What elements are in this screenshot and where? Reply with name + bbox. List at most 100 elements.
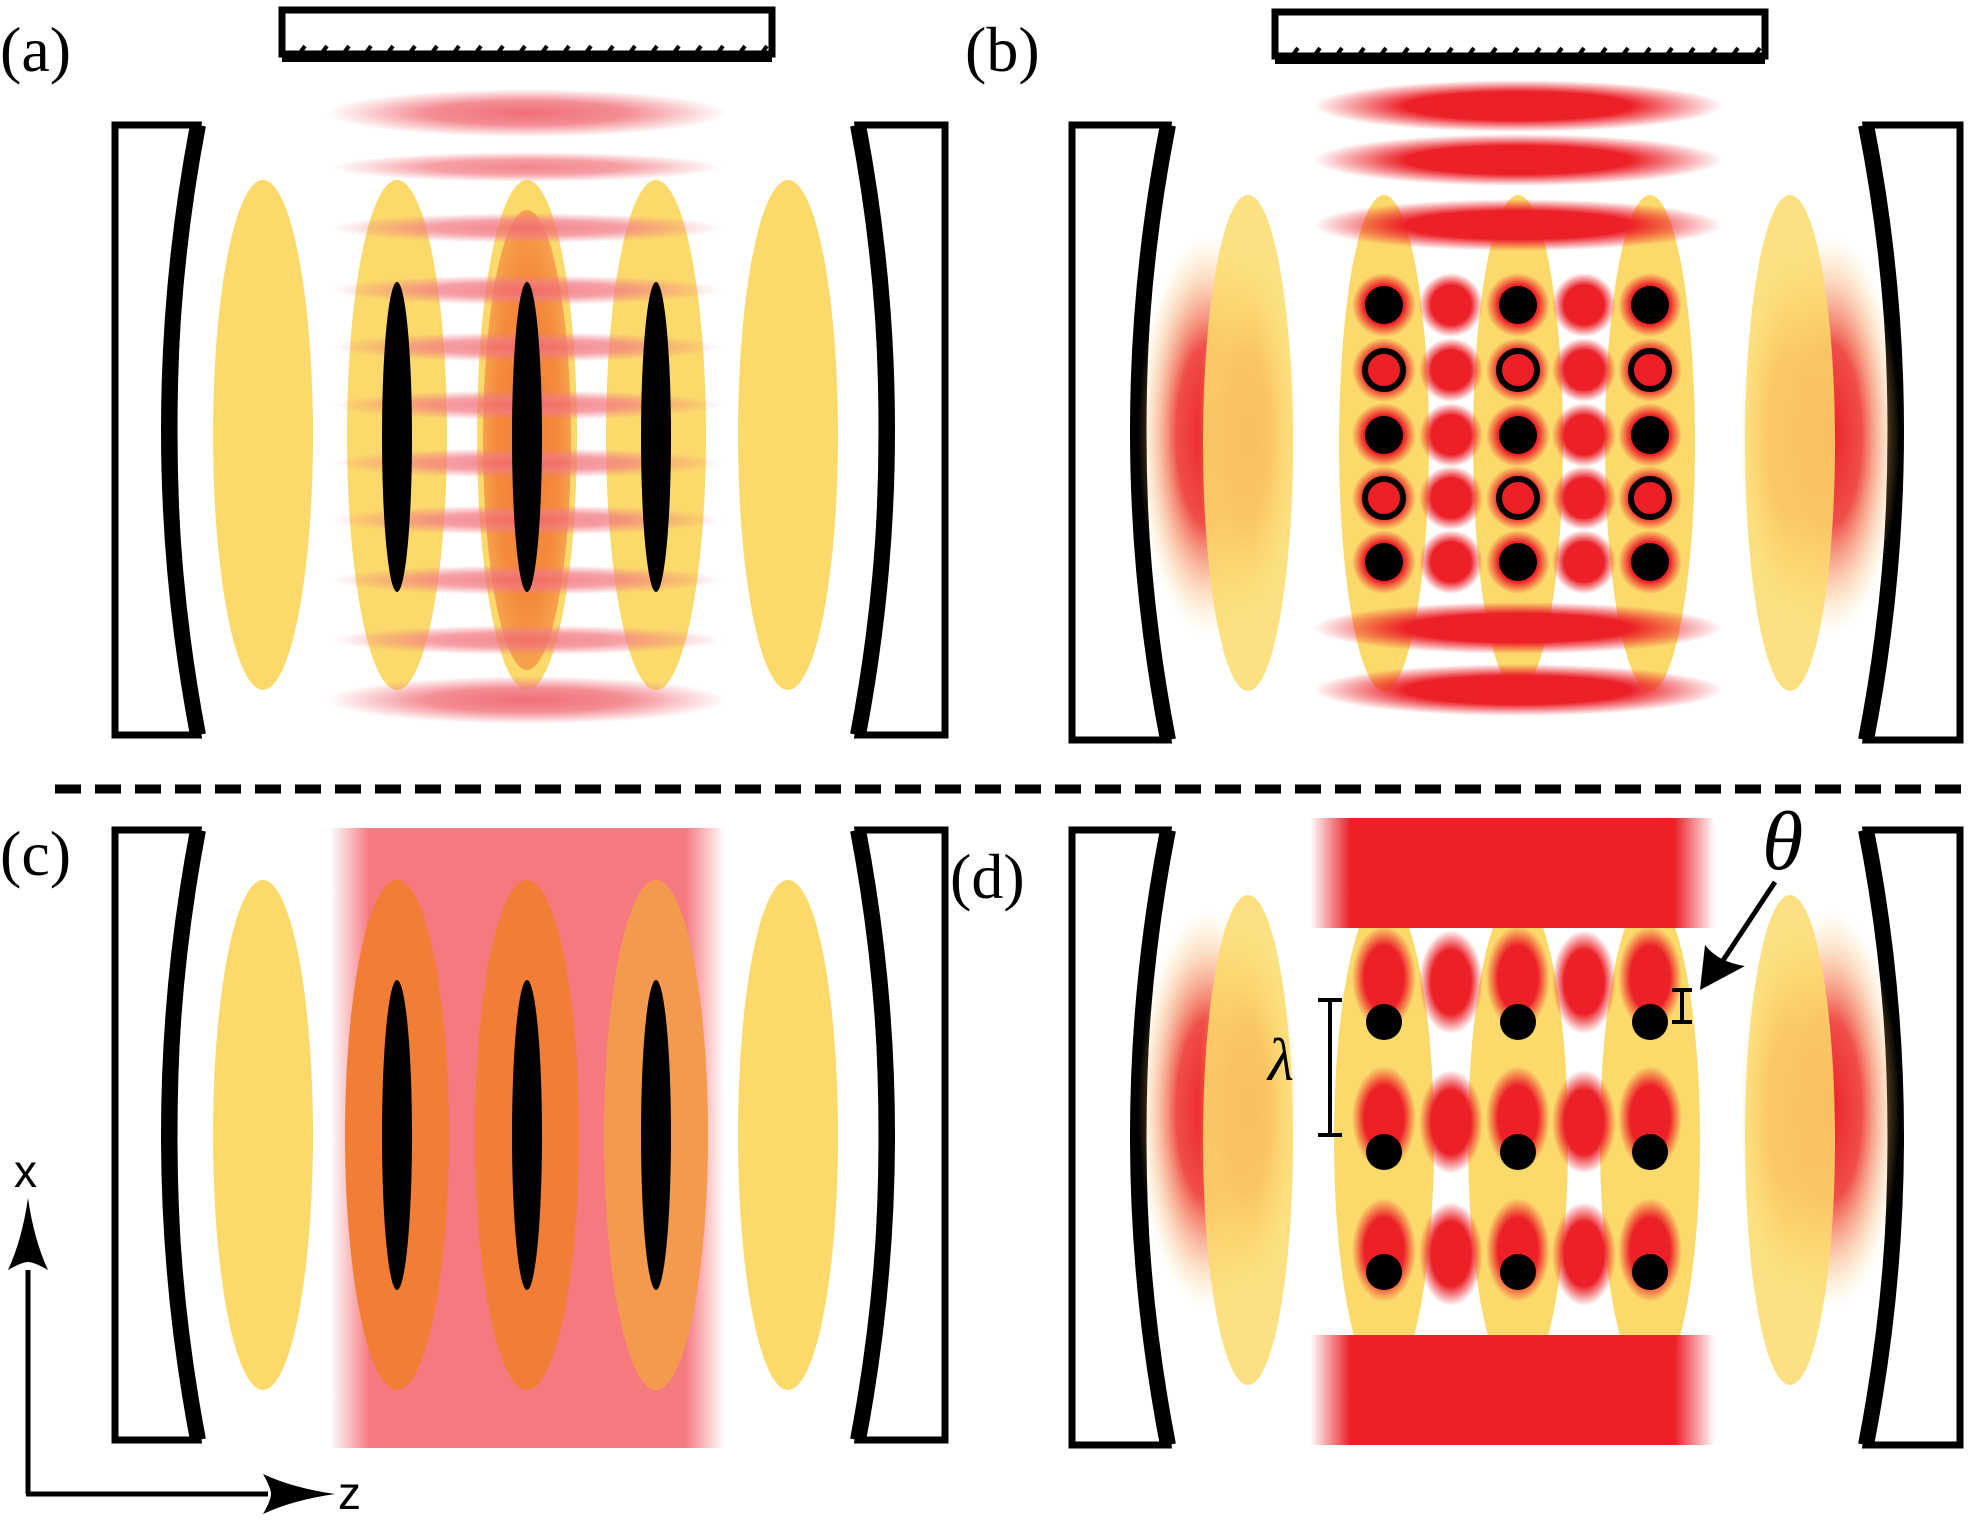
lambda-symbol: λ (1268, 1027, 1294, 1093)
lattice-site (1552, 1070, 1616, 1174)
grating-tick (1375, 46, 1388, 62)
theta-arrow (1700, 880, 1778, 990)
coordinate-axes (8, 1198, 335, 1514)
panel-d (1068, 818, 1964, 1449)
atom (1632, 1134, 1668, 1170)
atom (1500, 1004, 1536, 1040)
grating-tick (1353, 46, 1366, 62)
grating-tick (360, 44, 373, 60)
grating-tick (602, 44, 615, 60)
grating-tick (470, 44, 483, 60)
lambda-bracket (1318, 998, 1342, 1137)
grating-tick (1485, 46, 1498, 62)
lattice-site (1552, 466, 1616, 530)
grating-tick (1331, 46, 1344, 62)
grating-tick (1507, 46, 1520, 62)
grating-tick (580, 44, 593, 60)
atom (1366, 1134, 1402, 1170)
panel-c (111, 826, 949, 1448)
atom (1500, 1254, 1536, 1290)
grating-tick (1397, 46, 1410, 62)
grating-tick (1639, 46, 1652, 62)
grating-tick (426, 44, 439, 60)
atom (1631, 286, 1669, 324)
lattice-site (1552, 273, 1616, 337)
atom (1366, 1004, 1402, 1040)
grating-tick (558, 44, 571, 60)
grating-tick (382, 44, 395, 60)
grating-a (278, 6, 776, 62)
panel-label-c: (c) (0, 818, 72, 889)
panel-label-d: (d) (950, 841, 1025, 912)
grating-tick (646, 44, 659, 60)
lattice-site (1552, 403, 1616, 467)
grating-tick (1595, 46, 1608, 62)
pump-beam-bottom-d (1310, 1335, 1715, 1445)
grating-tick (1551, 46, 1564, 62)
grating-tick (536, 44, 549, 60)
theta-symbol: θ (1762, 795, 1804, 888)
panel-a (111, 6, 949, 739)
lattice-site (1419, 530, 1483, 594)
atom (1499, 416, 1537, 454)
grating-tick (338, 44, 351, 60)
grating-tick (1661, 46, 1674, 62)
standing-wave-stripe (332, 213, 722, 243)
atom (1500, 1134, 1536, 1170)
lattice-sites-b (1352, 273, 1682, 594)
lattice-site (1352, 926, 1416, 1030)
atom-clouds-a (382, 282, 671, 592)
grating-tick (734, 44, 747, 60)
atom-clouds-c (382, 980, 671, 1290)
grating-tick (1309, 46, 1322, 62)
grating-tick (294, 44, 307, 60)
axis-label-x: x (14, 1145, 37, 1197)
grating-tick (404, 44, 417, 60)
grating-tick (1463, 46, 1476, 62)
grating-tick (1617, 46, 1630, 62)
grating-tick (316, 44, 329, 60)
grating-tick (448, 44, 461, 60)
atom-ring (1362, 348, 1406, 392)
standing-wave-stripe (327, 676, 727, 724)
lattice-site (1552, 1202, 1616, 1306)
lattice-site (1419, 338, 1483, 402)
grating-tick (492, 44, 505, 60)
grating-tick (668, 44, 681, 60)
grating-tick (1529, 46, 1542, 62)
standing-wave-stripe (332, 625, 722, 655)
grating-tick (1683, 46, 1696, 62)
lattice-site (1419, 403, 1483, 467)
grating-tick (690, 44, 703, 60)
atom (1631, 543, 1669, 581)
atom (1499, 543, 1537, 581)
grating-tick (624, 44, 637, 60)
panel-label-a: (a) (0, 14, 72, 85)
atom (1631, 416, 1669, 454)
grating-tick (1749, 46, 1762, 62)
grating-tick (1727, 46, 1740, 62)
atom-ring (1628, 348, 1672, 392)
atom (1632, 1254, 1668, 1290)
lattice-site (1419, 1202, 1483, 1306)
panel-b (1068, 8, 1964, 744)
pump-beam-lobes-b (1313, 80, 1723, 716)
grating-tick (1441, 46, 1454, 62)
atom (1366, 1254, 1402, 1290)
axis-label-z: z (338, 1467, 361, 1519)
atom-ring (1362, 476, 1406, 520)
lattice-site (1419, 930, 1483, 1034)
panel-label-b: (b) (965, 14, 1040, 85)
standing-wave-stripe (327, 89, 727, 137)
grating-tick (756, 44, 769, 60)
lattice-site (1486, 926, 1550, 1030)
lattice-site (1419, 1070, 1483, 1174)
atom (1365, 416, 1403, 454)
atom (1499, 286, 1537, 324)
grating-tick (1419, 46, 1432, 62)
lattice-site (1552, 930, 1616, 1034)
standing-wave-stripe (332, 152, 722, 182)
offset-bracket (1672, 988, 1692, 1024)
